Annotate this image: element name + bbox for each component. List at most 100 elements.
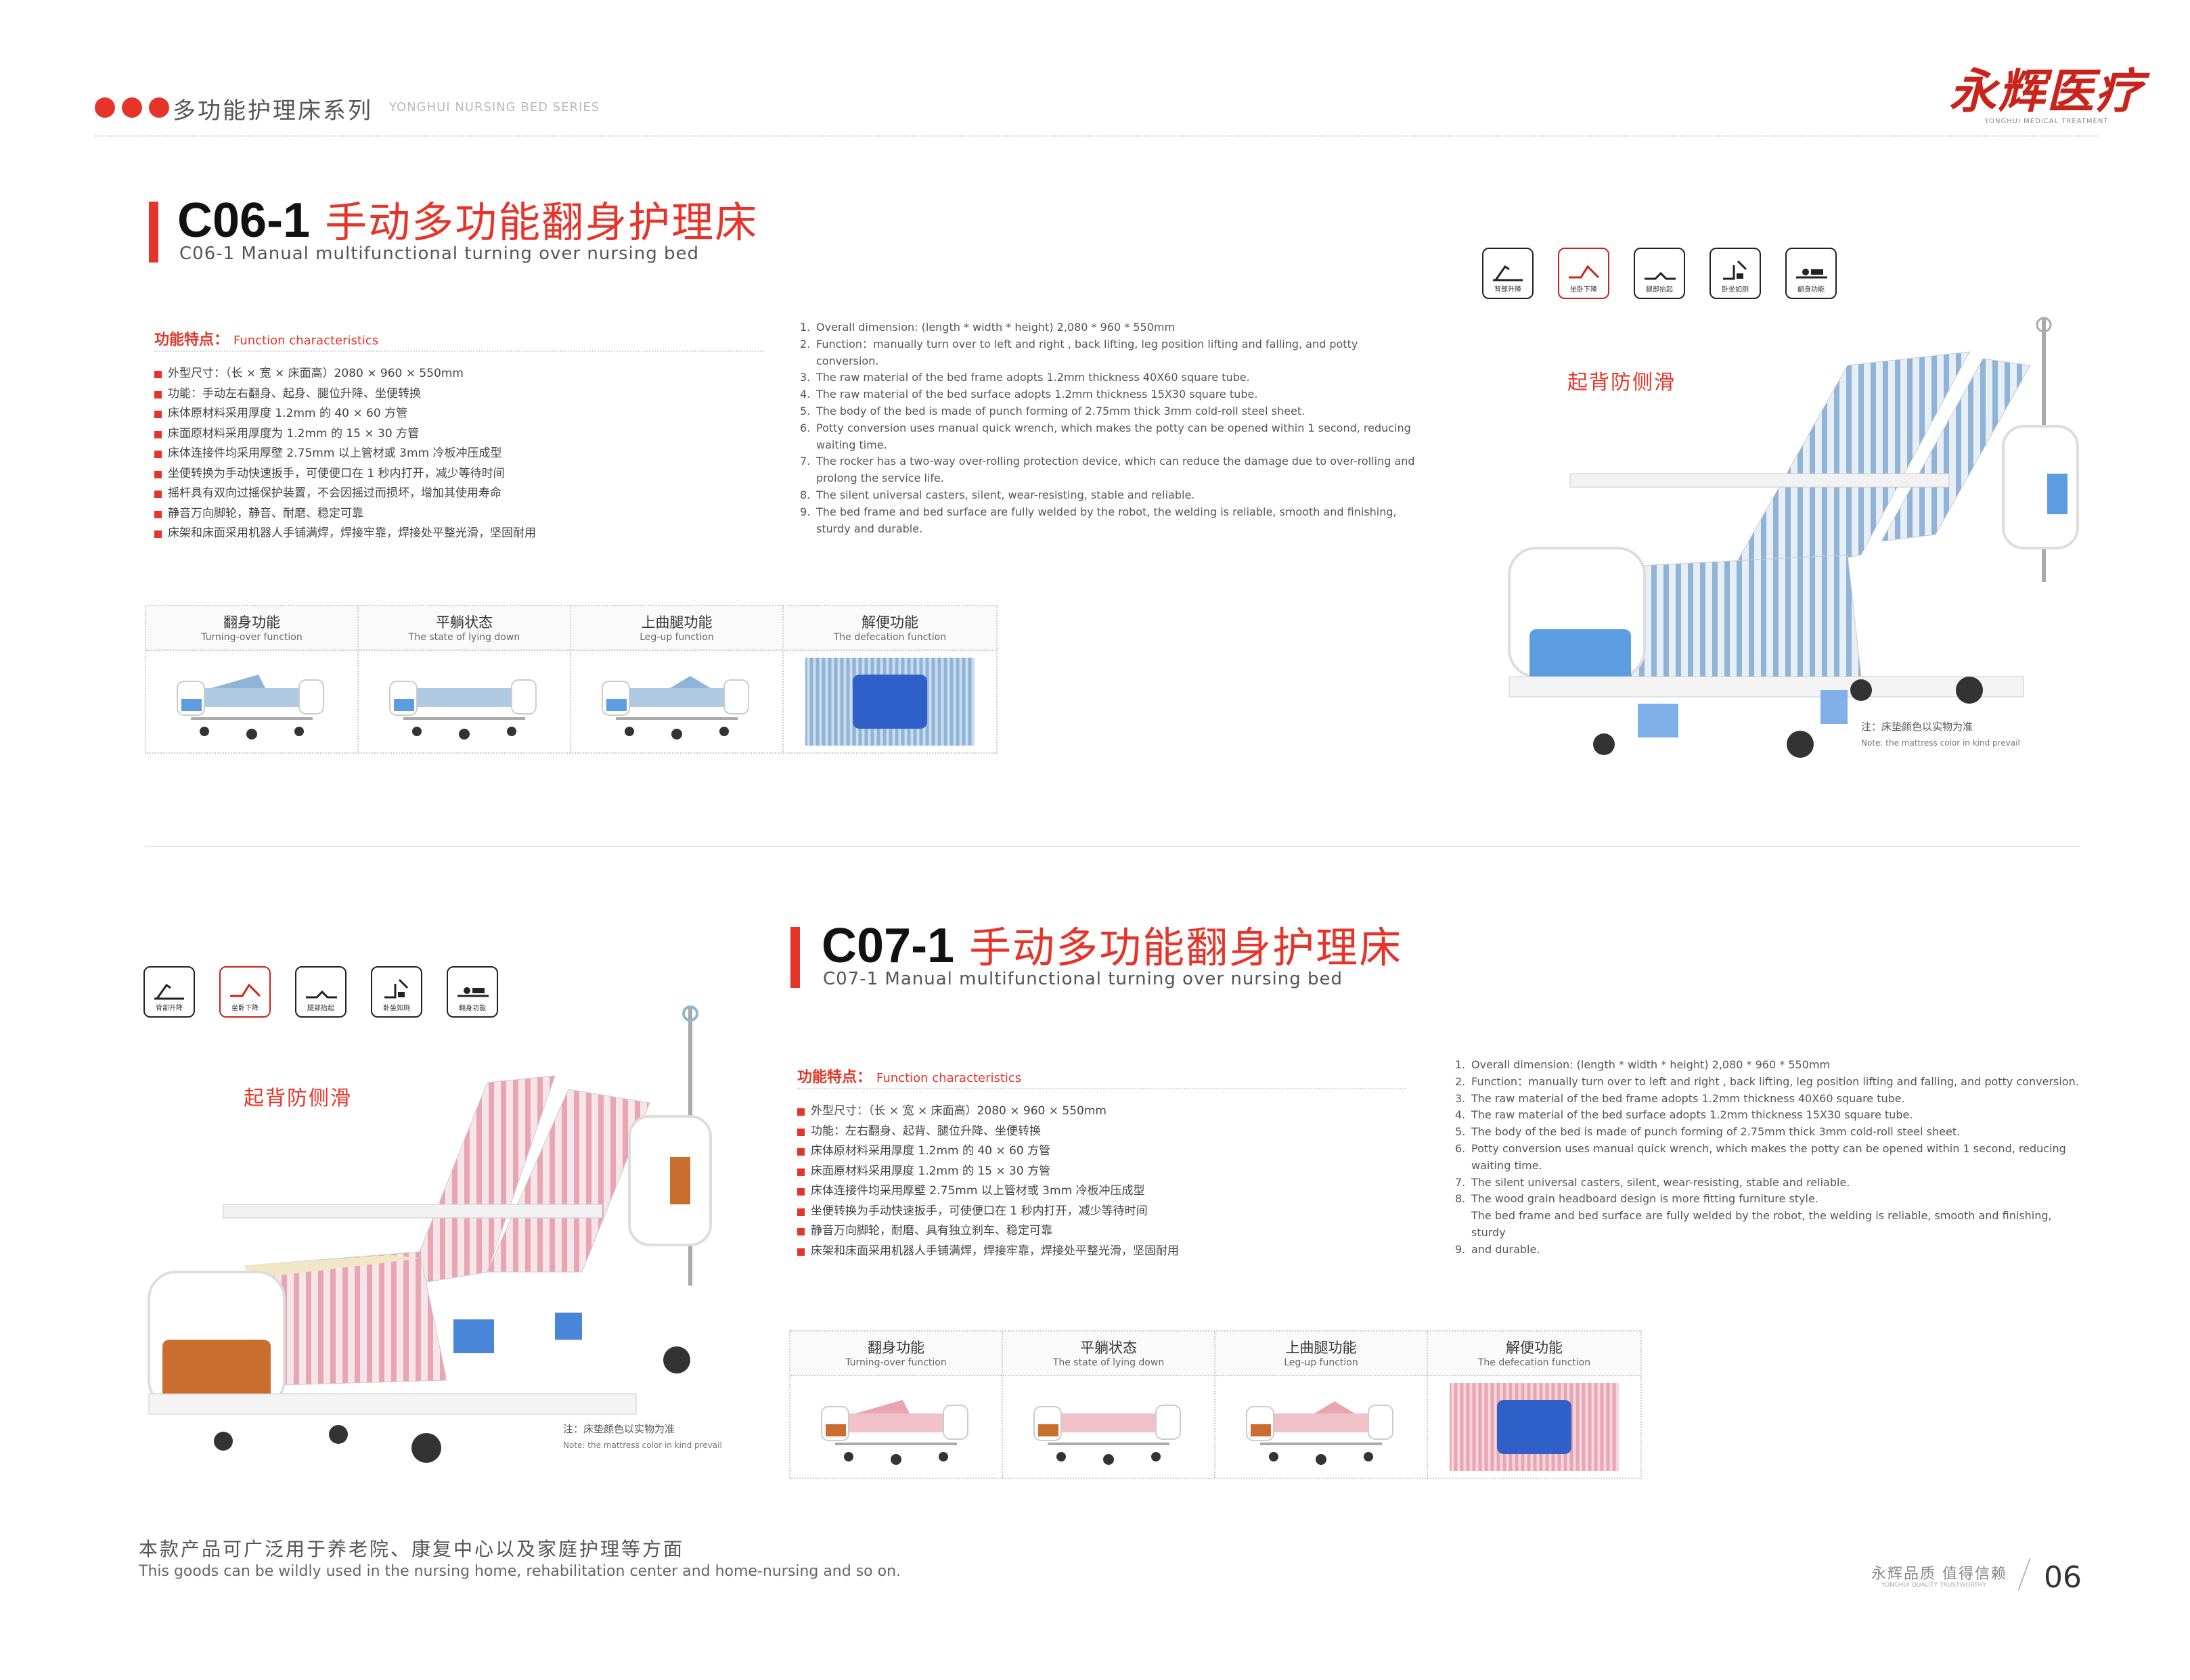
item-number: 3. bbox=[1455, 1091, 1466, 1105]
function-title-zh: 上曲腿功能 bbox=[641, 614, 713, 631]
function-title-en: Turning-over function bbox=[845, 1357, 947, 1368]
feature-item-en: 8. The wood grain headboard design is mor… bbox=[1455, 1191, 2084, 1208]
bed-illustration-blue bbox=[1508, 317, 2079, 758]
red-dot bbox=[149, 97, 169, 118]
function-title-zh: 平躺状态 bbox=[1080, 1340, 1137, 1356]
feature-item-en: 5.The body of the bed is made of punch f… bbox=[800, 403, 1423, 420]
item-text: The body of the bed is made of punch for… bbox=[1471, 1125, 1961, 1139]
function-photo bbox=[1215, 1376, 1427, 1478]
icon-label: 翻身功能 bbox=[1797, 286, 1825, 294]
func-label-en: Function characteristics bbox=[233, 334, 379, 348]
series-title-zh: 多功能护理床系列 bbox=[173, 97, 373, 124]
item-text: The body of the bed is made of punch for… bbox=[816, 404, 1305, 417]
note-zh: 注：床垫颜色以实物为准 bbox=[563, 1423, 675, 1435]
usage-en: This goods can be wildly used in the nur… bbox=[139, 1563, 901, 1580]
feature-item-en: 5. The body of the bed is made of punch f… bbox=[1455, 1124, 2084, 1141]
leg-lift-icon: 腿部抬起 bbox=[1634, 248, 1685, 299]
function-photo bbox=[790, 1376, 1002, 1478]
item-text: Function：manually turn over to left and … bbox=[816, 337, 1358, 367]
feature-item-en: 2.Function：manually turn over to left an… bbox=[1455, 1074, 2084, 1091]
product1-func-heading: 功能特点： Function characteristics bbox=[154, 327, 378, 349]
item-number: 3. bbox=[800, 371, 811, 384]
product2-note: 注：床垫颜色以实物为准 Note: the mattress color in … bbox=[563, 1421, 722, 1453]
item-text: The raw material of the bed surface adop… bbox=[816, 388, 1258, 401]
feature-item: 外型尺寸：（长 × 宽 × 床面高）2080 × 960 × 550mm bbox=[797, 1102, 1406, 1122]
func-label-zh: 功能特点： bbox=[797, 1069, 872, 1086]
toilet-icon: 卧坐如厕 bbox=[371, 966, 422, 1018]
item-text: The wood grain headboard design is more … bbox=[1471, 1192, 1818, 1206]
feature-item-en: 1.Overall dimension: (length * width * h… bbox=[800, 319, 1423, 336]
product2-title: C07-1 手动多功能翻身护理床 bbox=[822, 922, 1402, 970]
icon-label: 翻身功能 bbox=[459, 1005, 486, 1012]
logo-text: 永辉医疗 bbox=[1949, 63, 2144, 119]
feature-item: 外型尺寸：（长 × 宽 × 床面高）2080 × 960 × 550mm bbox=[154, 364, 763, 384]
function-title-en: The defecation function bbox=[833, 632, 947, 643]
sit-lower-icon: 坐卧下降 bbox=[1558, 248, 1609, 299]
function-title-zh: 解便功能 bbox=[862, 614, 918, 631]
function-title-en: Turning-over function bbox=[201, 632, 303, 643]
func-divider bbox=[797, 1088, 1406, 1089]
item-number: 9. bbox=[1455, 1242, 1466, 1256]
item-number: 2. bbox=[800, 337, 811, 350]
product1-model: C06-1 bbox=[177, 194, 311, 248]
note-en: Note: the mattress color in kind prevail bbox=[1861, 738, 2020, 748]
function-photo bbox=[784, 651, 996, 752]
feature-item: 功能：左右翻身、起背、腿位升降、坐便转换 bbox=[797, 1122, 1406, 1142]
header-dots bbox=[95, 97, 169, 118]
product1-feature-tag: 起背防侧滑 bbox=[1567, 371, 1676, 394]
product2-title-zh: 手动多功能翻身护理床 bbox=[969, 923, 1403, 972]
item-text: The raw material of the bed frame adopts… bbox=[1471, 1091, 1905, 1105]
product1-title-zh: 手动多功能翻身护理床 bbox=[325, 198, 759, 247]
product2-feature-tag: 起背防侧滑 bbox=[244, 1087, 352, 1110]
item-text: The raw material of the bed surface adop… bbox=[1471, 1108, 1913, 1122]
turning-icon: 翻身功能 bbox=[447, 966, 498, 1018]
feature-item: 床体原材料采用厚度 1.2mm 的 40 × 60 方管 bbox=[797, 1141, 1406, 1162]
item-number: 4. bbox=[1455, 1108, 1466, 1122]
product2-func-heading: 功能特点： Function characteristics bbox=[797, 1065, 1021, 1087]
page-number: 06 bbox=[2044, 1560, 2082, 1595]
feature-item: 床体原材料采用厚度 1.2mm 的 40 × 60 方管 bbox=[154, 404, 763, 424]
quality-slogan-zh: 永辉品质 值得信赖 bbox=[1871, 1566, 2007, 1583]
bed-illustration-pink bbox=[148, 1005, 712, 1463]
feature-item-en: 8.The silent universal casters, silent, … bbox=[800, 487, 1423, 504]
feature-item-en: 3. The raw material of the bed frame adop… bbox=[1455, 1091, 2084, 1108]
title-accent-bar bbox=[149, 202, 158, 263]
item-text: Function：manually turn over to left and … bbox=[1471, 1074, 2079, 1088]
feature-item: 床面原材料采用厚度 1.2mm 的 15 × 30 方管 bbox=[797, 1162, 1406, 1182]
item-number bbox=[1455, 1208, 1471, 1242]
function-photo bbox=[146, 651, 357, 752]
product2-icon-row: 背部升降坐卧下降腿部抬起卧坐如厕翻身功能 bbox=[143, 966, 498, 1018]
icon-label: 背部升降 bbox=[1494, 286, 1521, 294]
icon-label: 腿部抬起 bbox=[1646, 286, 1673, 294]
item-number: 4. bbox=[800, 388, 811, 401]
function-title-zh: 上曲腿功能 bbox=[1285, 1340, 1357, 1356]
feature-item: 功能：手动左右翻身、起身、腿位升降、坐便转换 bbox=[154, 384, 763, 405]
sit-lower-icon: 坐卧下降 bbox=[219, 966, 271, 1018]
function-title-zh: 翻身功能 bbox=[868, 1340, 924, 1356]
product2-model: C07-1 bbox=[822, 919, 955, 973]
item-number: 5. bbox=[1455, 1125, 1466, 1139]
function-title-en: The state of lying down bbox=[1052, 1357, 1165, 1368]
func-label-en: Function characteristics bbox=[876, 1071, 1022, 1085]
feature-item: 静音万向脚轮，静音、耐磨、稳定可靠 bbox=[154, 504, 763, 524]
product2-features-en: 1.Overall dimension: (length * width * h… bbox=[1455, 1057, 2084, 1258]
feature-item-en: 6.Potty conversion uses manual quick wre… bbox=[800, 420, 1423, 454]
product1-title: C06-1 手动多功能翻身护理床 bbox=[177, 196, 758, 245]
item-number: 8. bbox=[1455, 1192, 1466, 1206]
function-photo bbox=[1003, 1376, 1214, 1478]
toilet-icon: 卧坐如厕 bbox=[1709, 248, 1761, 299]
icon-label: 腿部抬起 bbox=[307, 1005, 334, 1012]
feature-item: 床体连接件均采用厚壁 2.75mm 以上管材或 3mm 冷板冲压成型 bbox=[797, 1181, 1406, 1202]
item-text: The silent universal casters, silent, we… bbox=[1471, 1175, 1850, 1189]
feature-item: 床面原材料采用厚度为 1.2mm 的 15 × 30 方管 bbox=[154, 424, 763, 445]
product1-title-en: C06-1 Manual multifunctional turning ove… bbox=[179, 244, 700, 264]
